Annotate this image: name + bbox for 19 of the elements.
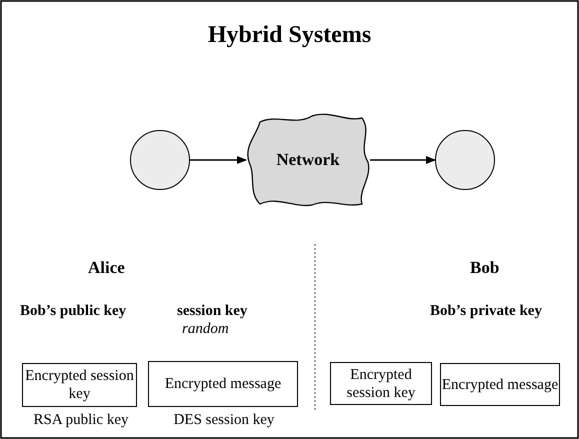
network-cloud: [246, 112, 370, 208]
arrow: [190, 156, 247, 164]
text-label: Bob’s private key: [430, 303, 542, 320]
box-caption: DES session key: [172, 412, 276, 429]
text-box: [330, 362, 432, 405]
box-text: Encrypted session key: [24, 367, 135, 403]
box-text: Encrypted message: [442, 376, 558, 394]
box-text: Encrypted session key: [346, 366, 416, 402]
node-label: Network: [276, 150, 340, 170]
title: Hybrid Systems: [206, 22, 372, 49]
text-label: session key: [177, 303, 248, 320]
box-caption: RSA public key: [32, 412, 130, 429]
text-label: Alice: [88, 258, 125, 278]
text-label: Bob: [470, 258, 500, 278]
text-label: random: [182, 321, 229, 338]
text-box: [440, 363, 560, 406]
arrow: [370, 156, 436, 164]
text-label: Bob’s public key: [20, 303, 126, 320]
box-text: Encrypted message: [164, 375, 282, 393]
